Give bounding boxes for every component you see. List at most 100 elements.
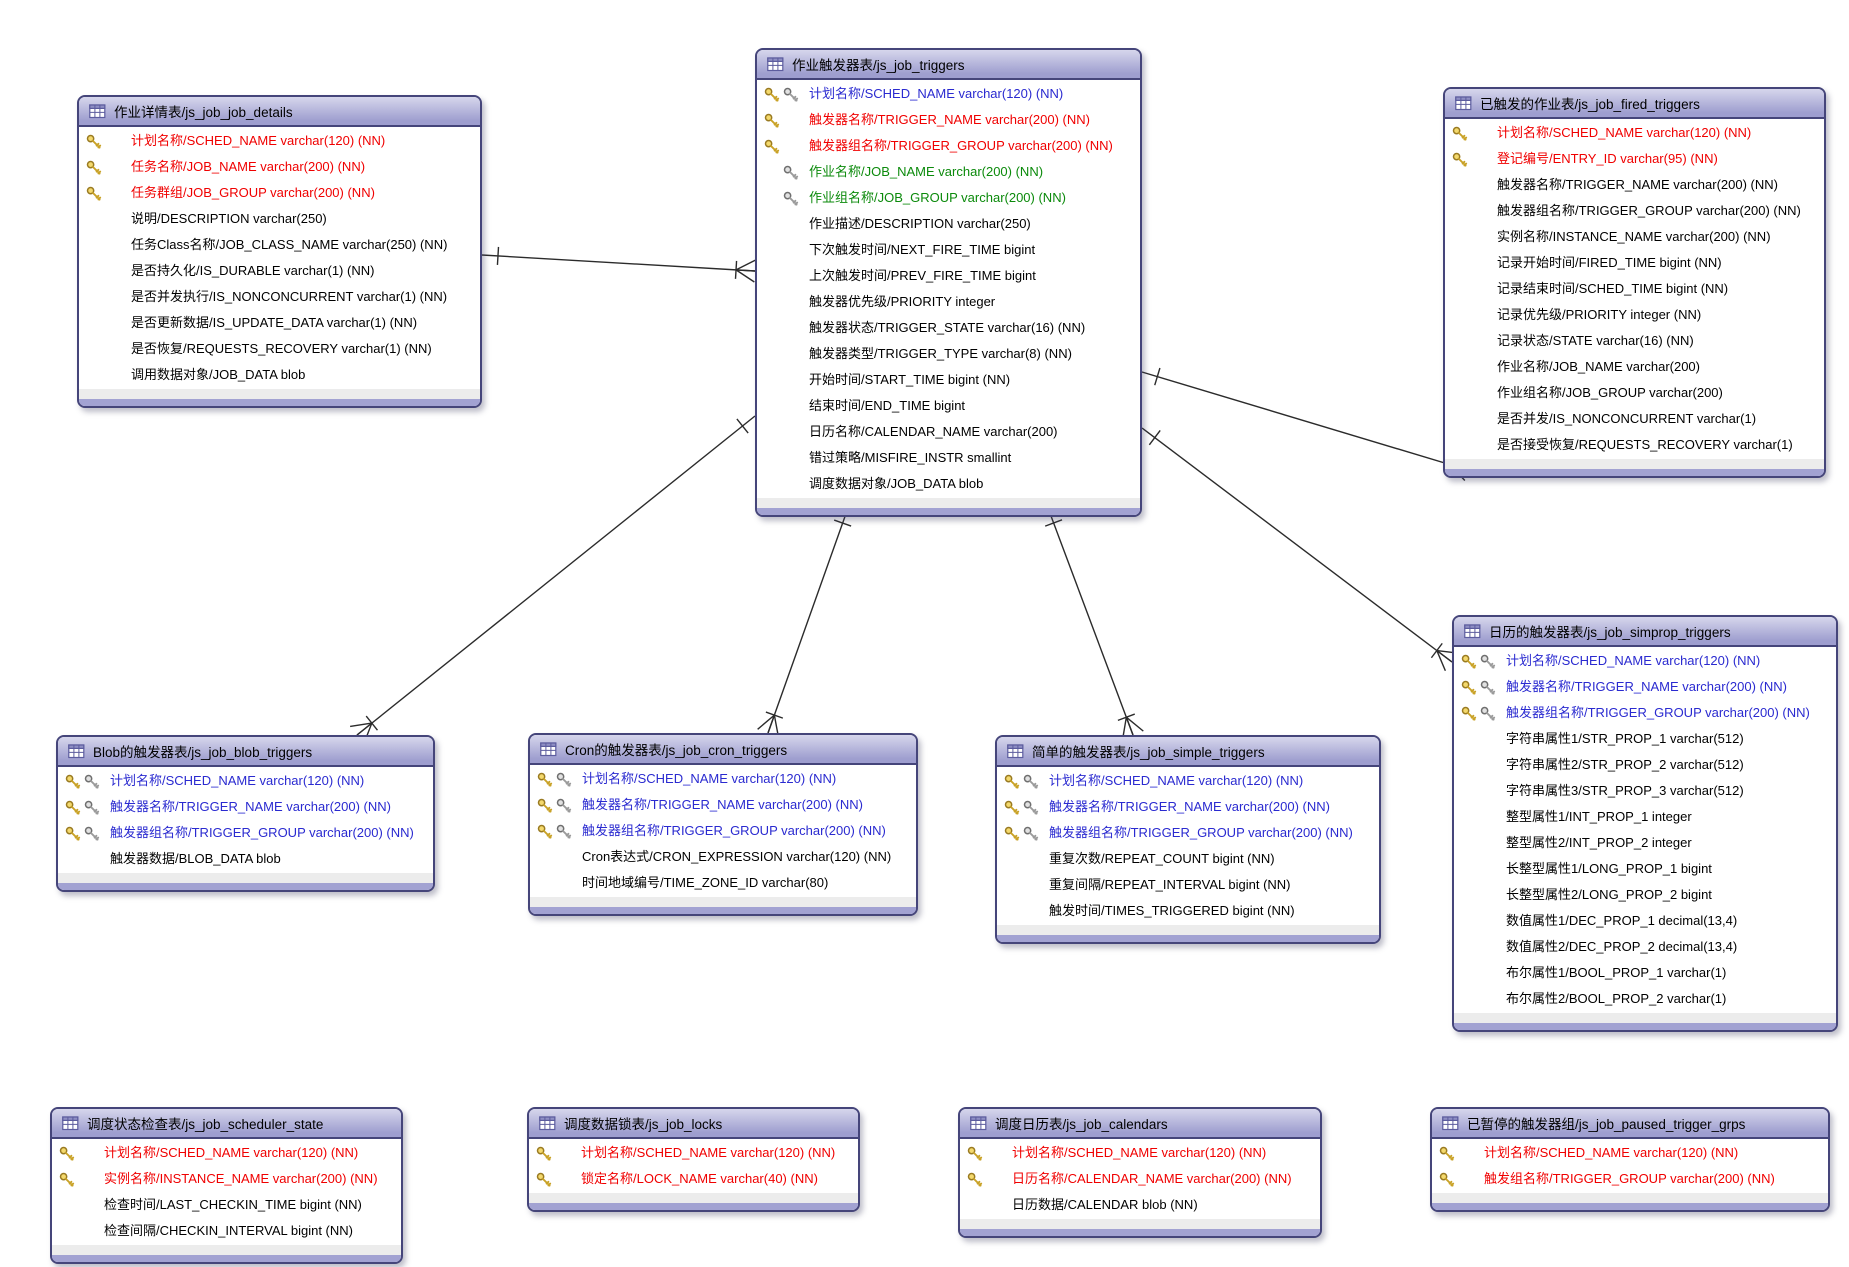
field-row[interactable]: 触发器名称/TRIGGER_NAME varchar(200) (NN) [997, 794, 1379, 820]
field-row[interactable]: 触发器名称/TRIGGER_NAME varchar(200) (NN) [1454, 674, 1836, 700]
relationship-triggers-simple_triggers[interactable] [1044, 507, 1144, 739]
table-header[interactable]: 已暂停的触发器组/js_job_paused_trigger_grps [1432, 1109, 1828, 1139]
field-row[interactable]: 计划名称/SCHED_NAME varchar(120) (NN) [757, 81, 1140, 107]
field-row[interactable]: 长整型属性1/LONG_PROP_1 bigint [1454, 856, 1836, 882]
field-row[interactable]: 字符串属性1/STR_PROP_1 varchar(512) [1454, 726, 1836, 752]
table-header[interactable]: 调度日历表/js_job_calendars [960, 1109, 1320, 1139]
field-row[interactable]: 是否并发/IS_NONCONCURRENT varchar(1) [1445, 406, 1824, 432]
field-row[interactable]: 布尔属性2/BOOL_PROP_2 varchar(1) [1454, 986, 1836, 1012]
field-row[interactable]: 日历数据/CALENDAR blob (NN) [960, 1192, 1320, 1218]
field-row[interactable]: 触发器组名称/TRIGGER_GROUP varchar(200) (NN) [1454, 700, 1836, 726]
relationship-triggers-cron_triggers[interactable] [757, 507, 852, 737]
field-row[interactable]: 检查间隔/CHECKIN_INTERVAL bigint (NN) [52, 1218, 401, 1244]
field-row[interactable]: 上次触发时间/PREV_FIRE_TIME bigint [757, 263, 1140, 289]
field-row[interactable]: 任务群组/JOB_GROUP varchar(200) (NN) [79, 180, 480, 206]
field-row[interactable]: 触发器名称/TRIGGER_NAME varchar(200) (NN) [530, 792, 916, 818]
field-row[interactable]: 登记编号/ENTRY_ID varchar(95) (NN) [1445, 146, 1824, 172]
field-row[interactable]: 触发器优先级/PRIORITY integer [757, 289, 1140, 315]
table-locks[interactable]: 调度数据锁表/js_job_locks 计划名称/SCHED_NAME varc… [527, 1107, 860, 1212]
table-header[interactable]: 作业详情表/js_job_job_details [79, 97, 480, 127]
table-header[interactable]: 简单的触发器表/js_job_simple_triggers [997, 737, 1379, 767]
field-row[interactable]: 重复次数/REPEAT_COUNT bigint (NN) [997, 846, 1379, 872]
field-row[interactable]: 结束时间/END_TIME bigint [757, 393, 1140, 419]
field-row[interactable]: 开始时间/START_TIME bigint (NN) [757, 367, 1140, 393]
field-row[interactable]: 任务名称/JOB_NAME varchar(200) (NN) [79, 154, 480, 180]
field-row[interactable]: Cron表达式/CRON_EXPRESSION varchar(120) (NN… [530, 844, 916, 870]
table-header[interactable]: Cron的触发器表/js_job_cron_triggers [530, 735, 916, 765]
field-row[interactable]: 错过策略/MISFIRE_INSTR smallint [757, 445, 1140, 471]
field-row[interactable]: 触发器组名称/TRIGGER_GROUP varchar(200) (NN) [530, 818, 916, 844]
field-row[interactable]: 作业组名称/JOB_GROUP varchar(200) (NN) [757, 185, 1140, 211]
table-cron_triggers[interactable]: Cron的触发器表/js_job_cron_triggers 计划名称/SCHE… [528, 733, 918, 916]
field-row[interactable]: 触发器组名称/TRIGGER_GROUP varchar(200) (NN) [58, 820, 433, 846]
field-row[interactable]: 调用数据对象/JOB_DATA blob [79, 362, 480, 388]
relationship-job_details-triggers[interactable] [481, 246, 756, 283]
field-row[interactable]: 触发器状态/TRIGGER_STATE varchar(16) (NN) [757, 315, 1140, 341]
field-row[interactable]: 日历名称/CALENDAR_NAME varchar(200) [757, 419, 1140, 445]
field-row[interactable]: 整型属性2/INT_PROP_2 integer [1454, 830, 1836, 856]
table-fired_triggers[interactable]: 已触发的作业表/js_job_fired_triggers 计划名称/SCHED… [1443, 87, 1826, 478]
table-header[interactable]: 日历的触发器表/js_job_simprop_triggers [1454, 617, 1836, 647]
field-row[interactable]: 作业组名称/JOB_GROUP varchar(200) [1445, 380, 1824, 406]
table-simprop_triggers[interactable]: 日历的触发器表/js_job_simprop_triggers 计划名称/SCH… [1452, 615, 1838, 1032]
field-row[interactable]: 日历名称/CALENDAR_NAME varchar(200) (NN) [960, 1166, 1320, 1192]
field-row[interactable]: 说明/DESCRIPTION varchar(250) [79, 206, 480, 232]
field-row[interactable]: 作业名称/JOB_NAME varchar(200) [1445, 354, 1824, 380]
field-row[interactable]: 是否恢复/REQUESTS_RECOVERY varchar(1) (NN) [79, 336, 480, 362]
table-paused_trigger_grps[interactable]: 已暂停的触发器组/js_job_paused_trigger_grps 计划名称… [1430, 1107, 1830, 1212]
field-row[interactable]: 任务Class名称/JOB_CLASS_NAME varchar(250) (N… [79, 232, 480, 258]
field-row[interactable]: 实例名称/INSTANCE_NAME varchar(200) (NN) [1445, 224, 1824, 250]
table-calendars[interactable]: 调度日历表/js_job_calendars 计划名称/SCHED_NAME v… [958, 1107, 1322, 1238]
relationship-triggers-fired_triggers[interactable] [1141, 367, 1472, 482]
field-row[interactable]: 计划名称/SCHED_NAME varchar(120) (NN) [1432, 1140, 1828, 1166]
field-row[interactable]: 长整型属性2/LONG_PROP_2 bigint [1454, 882, 1836, 908]
table-blob_triggers[interactable]: Blob的触发器表/js_job_blob_triggers 计划名称/SCHE… [56, 735, 435, 892]
field-row[interactable]: 是否接受恢复/REQUESTS_RECOVERY varchar(1) [1445, 432, 1824, 458]
field-row[interactable]: 字符串属性2/STR_PROP_2 varchar(512) [1454, 752, 1836, 778]
table-header[interactable]: 调度数据锁表/js_job_locks [529, 1109, 858, 1139]
field-row[interactable]: 锁定名称/LOCK_NAME varchar(40) (NN) [529, 1166, 858, 1192]
field-row[interactable]: 数值属性2/DEC_PROP_2 decimal(13,4) [1454, 934, 1836, 960]
field-row[interactable]: 计划名称/SCHED_NAME varchar(120) (NN) [529, 1140, 858, 1166]
field-row[interactable]: 触发器数据/BLOB_DATA blob [58, 846, 433, 872]
relationship-triggers-blob_triggers[interactable] [350, 415, 756, 744]
field-row[interactable]: 下次触发时间/NEXT_FIRE_TIME bigint [757, 237, 1140, 263]
field-row[interactable]: 记录开始时间/FIRED_TIME bigint (NN) [1445, 250, 1824, 276]
field-row[interactable]: 触发器名称/TRIGGER_NAME varchar(200) (NN) [58, 794, 433, 820]
field-row[interactable]: 触发组名称/TRIGGER_GROUP varchar(200) (NN) [1432, 1166, 1828, 1192]
field-row[interactable]: 记录状态/STATE varchar(16) (NN) [1445, 328, 1824, 354]
table-header[interactable]: Blob的触发器表/js_job_blob_triggers [58, 737, 433, 767]
field-row[interactable]: 计划名称/SCHED_NAME varchar(120) (NN) [530, 766, 916, 792]
field-row[interactable]: 触发器组名称/TRIGGER_GROUP varchar(200) (NN) [997, 820, 1379, 846]
field-row[interactable]: 作业名称/JOB_NAME varchar(200) (NN) [757, 159, 1140, 185]
field-row[interactable]: 检查时间/LAST_CHECKIN_TIME bigint (NN) [52, 1192, 401, 1218]
table-header[interactable]: 已触发的作业表/js_job_fired_triggers [1445, 89, 1824, 119]
field-row[interactable]: 计划名称/SCHED_NAME varchar(120) (NN) [1445, 120, 1824, 146]
field-row[interactable]: 字符串属性3/STR_PROP_3 varchar(512) [1454, 778, 1836, 804]
field-row[interactable]: 触发器类型/TRIGGER_TYPE varchar(8) (NN) [757, 341, 1140, 367]
table-header[interactable]: 作业触发器表/js_job_triggers [757, 50, 1140, 80]
field-row[interactable]: 计划名称/SCHED_NAME varchar(120) (NN) [960, 1140, 1320, 1166]
field-row[interactable]: 调度数据对象/JOB_DATA blob [757, 471, 1140, 497]
field-row[interactable]: 触发器组名称/TRIGGER_GROUP varchar(200) (NN) [1445, 198, 1824, 224]
field-row[interactable]: 触发器名称/TRIGGER_NAME varchar(200) (NN) [1445, 172, 1824, 198]
table-triggers[interactable]: 作业触发器表/js_job_triggers 计划名称/SCHED_NAME v… [755, 48, 1142, 517]
table-scheduler_state[interactable]: 调度状态检查表/js_job_scheduler_state 计划名称/SCHE… [50, 1107, 403, 1264]
field-row[interactable]: 实例名称/INSTANCE_NAME varchar(200) (NN) [52, 1166, 401, 1192]
field-row[interactable]: 整型属性1/INT_PROP_1 integer [1454, 804, 1836, 830]
field-row[interactable]: 记录优先级/PRIORITY integer (NN) [1445, 302, 1824, 328]
field-row[interactable]: 计划名称/SCHED_NAME varchar(120) (NN) [58, 768, 433, 794]
field-row[interactable]: 作业描述/DESCRIPTION varchar(250) [757, 211, 1140, 237]
field-row[interactable]: 是否持久化/IS_DURABLE varchar(1) (NN) [79, 258, 480, 284]
table-simple_triggers[interactable]: 简单的触发器表/js_job_simple_triggers 计划名称/SCHE… [995, 735, 1381, 944]
field-row[interactable]: 计划名称/SCHED_NAME varchar(120) (NN) [1454, 648, 1836, 674]
field-row[interactable]: 是否并发执行/IS_NONCONCURRENT varchar(1) (NN) [79, 284, 480, 310]
field-row[interactable]: 触发时间/TIMES_TRIGGERED bigint (NN) [997, 898, 1379, 924]
field-row[interactable]: 计划名称/SCHED_NAME varchar(120) (NN) [997, 768, 1379, 794]
table-job_details[interactable]: 作业详情表/js_job_job_details 计划名称/SCHED_NAME… [77, 95, 482, 408]
field-row[interactable]: 时间地域编号/TIME_ZONE_ID varchar(80) [530, 870, 916, 896]
field-row[interactable]: 触发器名称/TRIGGER_NAME varchar(200) (NN) [757, 107, 1140, 133]
field-row[interactable]: 记录结束时间/SCHED_TIME bigint (NN) [1445, 276, 1824, 302]
table-header[interactable]: 调度状态检查表/js_job_scheduler_state [52, 1109, 401, 1139]
field-row[interactable]: 触发器组名称/TRIGGER_GROUP varchar(200) (NN) [757, 133, 1140, 159]
